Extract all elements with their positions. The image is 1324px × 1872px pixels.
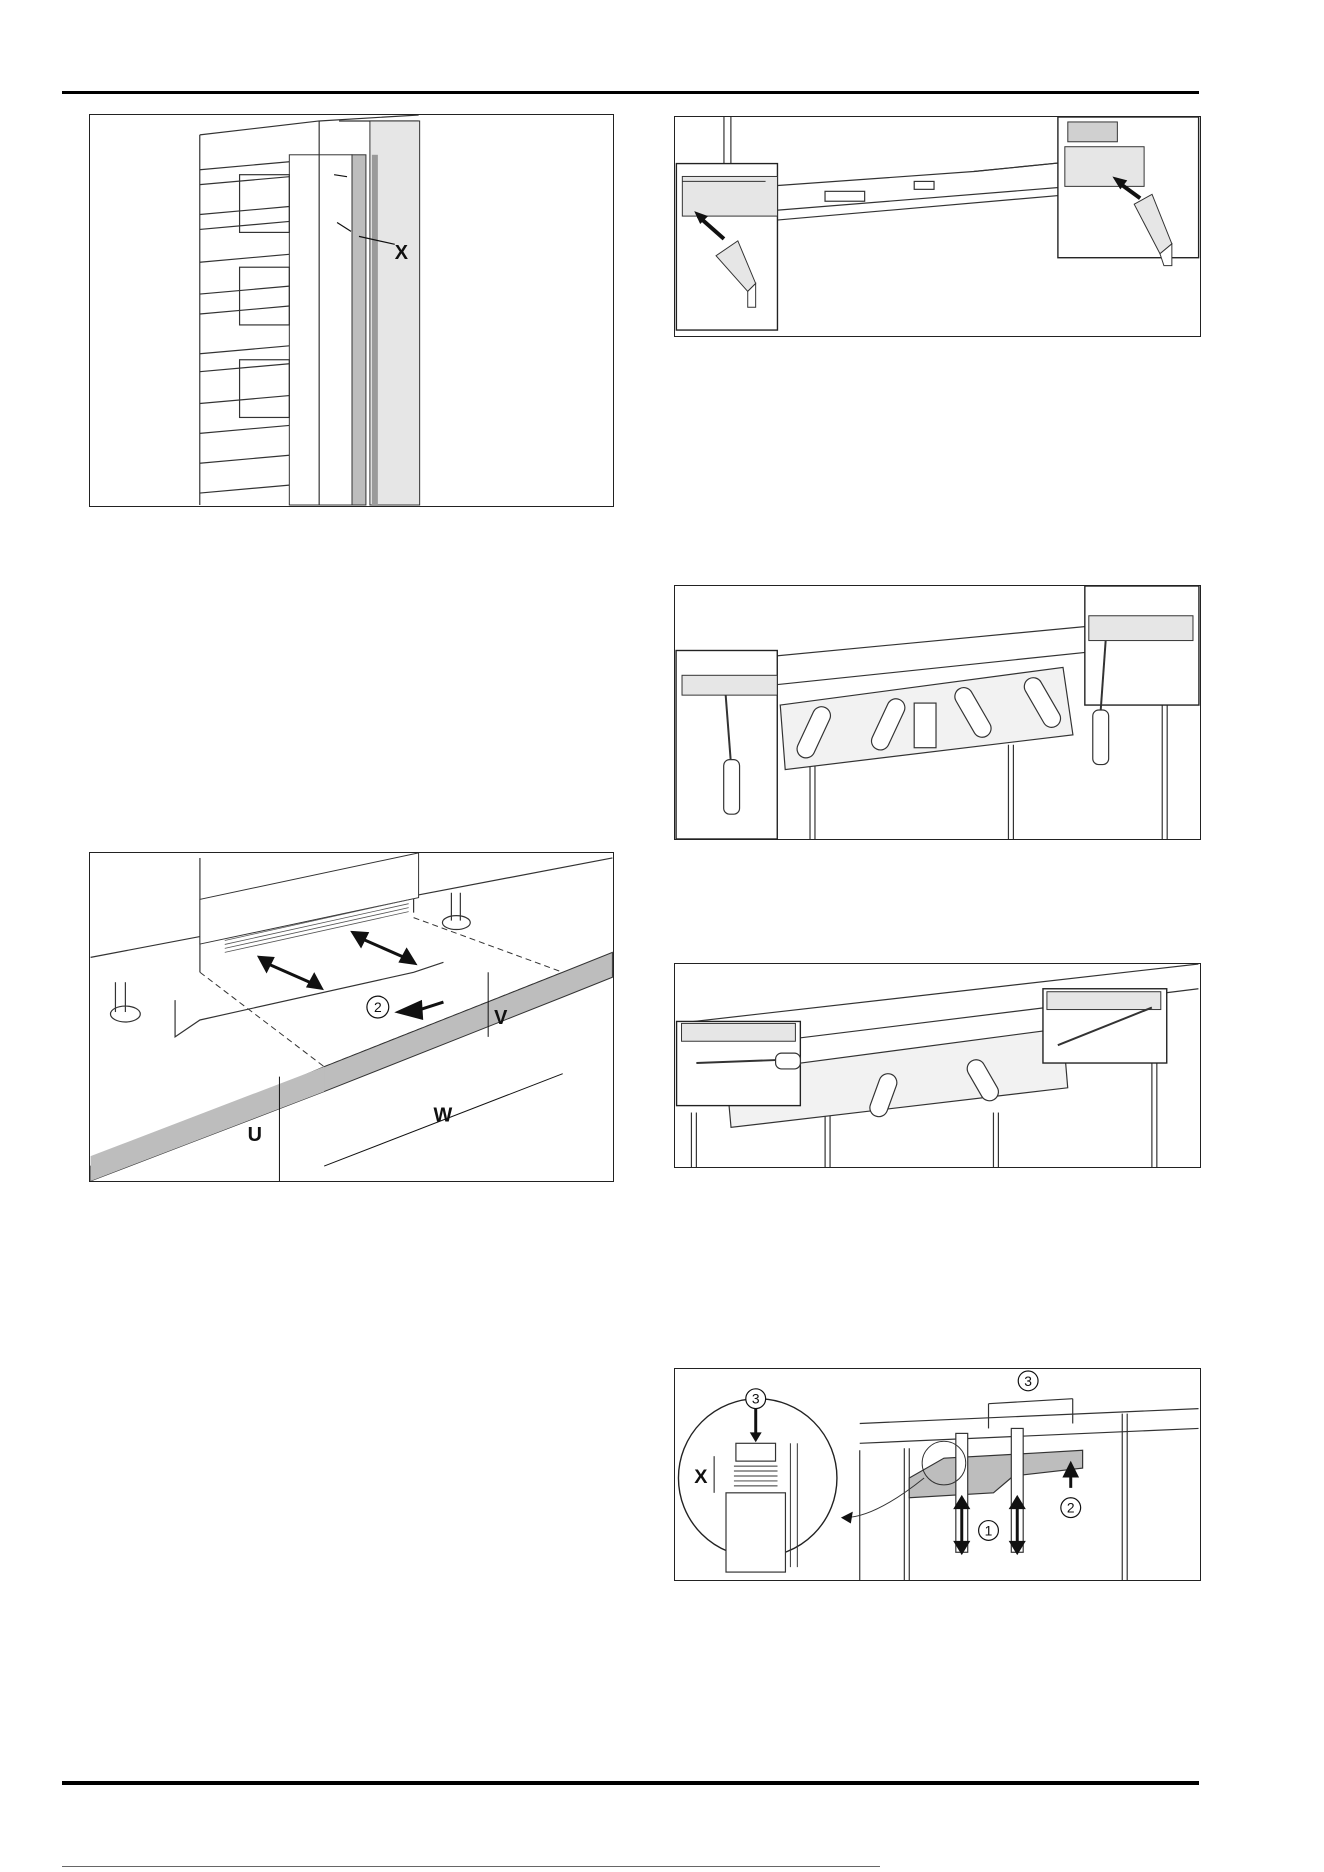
bracket-callout-2: 2 <box>1067 1500 1075 1516</box>
bracket-illustration: 1 2 3 3 X <box>675 1369 1200 1580</box>
plinth-label-w: W <box>434 1104 453 1126</box>
plinth-illustration: 2 V U W <box>90 853 613 1181</box>
gap-label-x: X <box>395 242 409 264</box>
plinth-callout-2: 2 <box>374 999 382 1015</box>
figure-door-gap: X <box>89 114 614 507</box>
detail-label-x: X <box>694 1466 708 1488</box>
plinth-label-v: V <box>494 1007 508 1029</box>
detail-callout-3: 3 <box>752 1391 760 1407</box>
figure-bracket-adjustment: 1 2 3 3 X <box>674 1368 1201 1581</box>
footer-tail-rule <box>62 1866 880 1867</box>
figure-plinth-dimensions: 2 V U W <box>89 852 614 1182</box>
door-gap-illustration: X <box>90 115 613 506</box>
lever-illustration <box>675 964 1200 1167</box>
bracket-callout-3: 3 <box>1024 1373 1032 1389</box>
header-rule <box>62 91 1199 94</box>
figure-screwdriver-plate <box>674 585 1201 840</box>
plinth-label-u: U <box>248 1124 262 1146</box>
figure-top-rail <box>674 116 1201 337</box>
screwdriver-plate-illustration <box>675 586 1200 839</box>
bracket-callout-1: 1 <box>985 1522 993 1538</box>
figure-lever <box>674 963 1201 1168</box>
top-rail-illustration <box>675 117 1200 336</box>
footer-rule <box>62 1781 1199 1785</box>
